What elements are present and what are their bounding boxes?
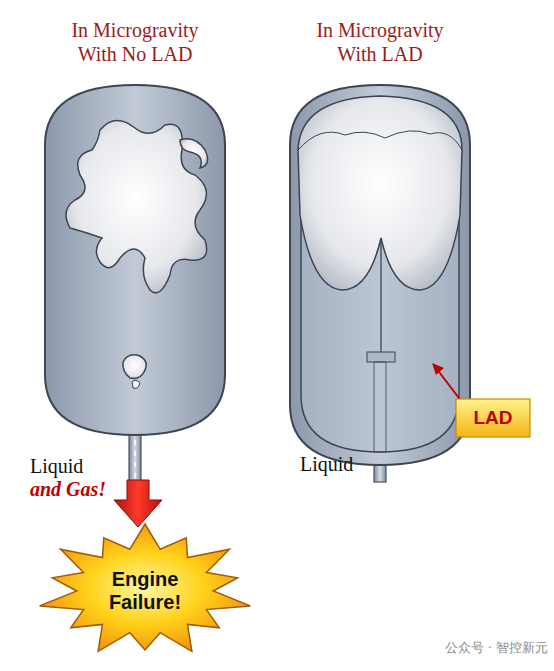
flow-label: Liquid <box>30 454 120 478</box>
node-text: Engine Failure! <box>95 568 195 614</box>
lad-callout-box: LAD <box>455 398 531 438</box>
tank-no-lad <box>45 85 225 512</box>
callout-box-outline <box>456 399 530 437</box>
lad-pointer-head <box>432 363 444 375</box>
flow-warning: and Gas! <box>30 477 125 501</box>
node-text: LAD <box>473 407 512 429</box>
starburst-outline <box>40 524 251 651</box>
panel-heading: In Microgravity With LAD <box>300 18 460 66</box>
failure-starburst: Engine Failure! <box>35 522 255 660</box>
lad-pointer <box>436 368 462 402</box>
panel-heading: In Microgravity With No LAD <box>55 18 215 66</box>
flow-label: Liquid <box>300 452 370 476</box>
watermark: 公众号 · 智控新元 <box>400 640 548 656</box>
tank-with-lad <box>290 85 470 482</box>
failure-arrow <box>114 480 162 527</box>
